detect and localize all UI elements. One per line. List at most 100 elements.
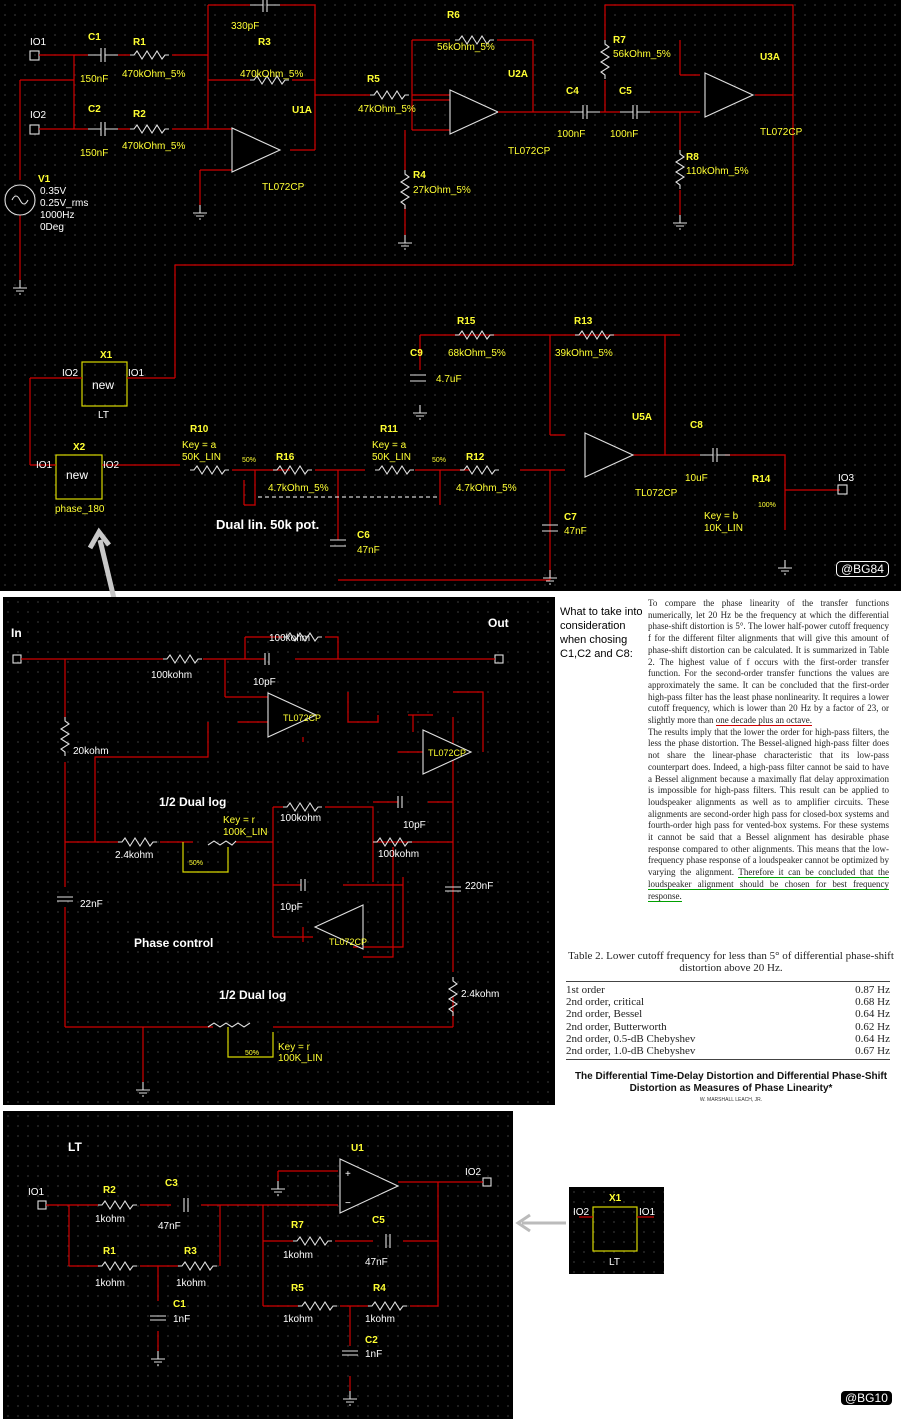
lt-r4-value: 1kohm [365,1314,395,1325]
r11-percent: 50% [432,457,446,464]
mid-pot-2-key: Key = r [278,1042,311,1053]
paper-title: The Differential Time-Delay Distortion a… [574,1071,888,1094]
phase-control-wiring: TL072CP TL072CP TL072CP In Out 100kohm 1… [11,616,509,1097]
paper-author: W. MARSHALL LEACH, JR. [699,1097,763,1103]
lt-r2-value: 1kohm [95,1214,125,1225]
mid-pot-label-1: 1/2 Dual log [159,795,226,809]
paper-body: To compare the phase linearity of the tr… [648,598,889,902]
r2-ref: R2 [133,109,146,120]
mid-c-10p-2: 10pF [403,820,426,831]
paper-body-2: The results imply that the lower the ord… [648,726,889,878]
mid-r-100k-2: 100kohm [269,633,310,644]
mid-opamp-2-label: TL072CP [428,748,466,758]
lt-title: LT [68,1140,82,1154]
c2-value: 150nF [80,148,108,159]
r3-value: 470kOhm_5% [240,69,303,80]
c9-value: 4.7uF [436,374,462,385]
v1-label: V1 [38,174,51,185]
mid-c-10p-1: 10pF [253,677,276,688]
r2-value: 470kOhm_5% [122,141,185,152]
r15-ref: R15 [457,316,476,327]
mid-r-100k-1: 100kohm [151,670,192,681]
u1a-label: U1A [292,105,312,116]
r10-key: Key = a [182,440,217,451]
svg-text:−: − [345,1198,351,1209]
r7-ref: R7 [613,35,626,46]
paper-body-1-underlined: one decade plus an octave. [715,715,812,727]
r14-percent: 100% [758,502,776,509]
top-badge: @BG84 [836,561,889,577]
r10-ref: R10 [190,424,209,435]
r3-ref: R3 [258,37,271,48]
bottom-badge: @BG10 [840,1390,893,1406]
io1-port-label: IO1 [30,37,47,48]
c4-ref: C4 [566,86,579,97]
r12-ref: R12 [466,452,485,463]
u5a-model: TL072CP [635,488,678,499]
u1a-model: TL072CP [262,182,305,193]
x1-symbol-preview: X1 IO2 IO1 LT [569,1187,664,1274]
lt-port-out: IO2 [465,1167,482,1178]
mid-pot-2-pct: 50% [245,1050,259,1057]
r5-value: 47kOhm_5% [358,104,416,115]
v1-param-3: 1000Hz [40,210,74,221]
r11-key: Key = a [372,440,407,451]
lt-c5-value: 47nF [365,1257,388,1268]
lt-c2-ref: C2 [365,1335,378,1346]
mid-c-220n: 220nF [465,881,493,892]
mid-r-2k4-1: 2.4kohm [115,850,153,861]
mid-c-22n: 22nF [80,899,103,910]
mid-r-100k-3: 100kohm [280,813,321,824]
io2-port-label: IO2 [30,110,47,121]
mid-out-label: Out [488,616,509,630]
lt-c2-value: 1nF [365,1349,382,1360]
mid-pot-2-value: 100K_LIN [278,1053,322,1064]
lt-c3-value: 47nF [158,1221,181,1232]
r6-ref: R6 [447,10,460,21]
mid-pot-1-value: 100K_LIN [223,827,267,838]
u2a-model: TL072CP [508,146,551,157]
lt-r5-ref: R5 [291,1283,304,1294]
c1-value: 150nF [80,74,108,85]
x1-inner-label: new [92,378,114,392]
r5-ref: R5 [367,74,380,85]
table-caption: Table 2. Lower cutoff frequency for less… [568,950,894,974]
lt-c1-value: 1nF [173,1314,190,1325]
r8-value: 110kOhm_5% [686,166,749,177]
c6-value: 47nF [357,545,380,556]
mid-in-label: In [11,626,22,640]
paper-excerpt: What to take into consideration when cho… [560,597,901,1112]
u3a-model: TL072CP [760,127,803,138]
lt-r4-ref: R4 [373,1283,386,1294]
mid-c-10p-3: 10pF [280,902,303,913]
lt-c5-ref: C5 [372,1215,385,1226]
mid-opamp-3-label: TL072CP [329,937,367,947]
r4-value: 27kOhm_5% [413,185,471,196]
r14-key: Key = b [704,511,739,522]
c5-ref: C5 [619,86,632,97]
c5-value: 100nF [610,129,638,140]
r14-ref: R14 [752,474,771,485]
x2-inner-label: new [66,468,88,482]
x2-ref: X2 [73,442,86,453]
sym-name: LT [609,1257,620,1268]
sym-ref: X1 [609,1193,622,1204]
x1-name: LT [98,410,109,421]
r12-value: 4.7kOhm_5% [456,483,517,494]
u2a-label: U2A [508,69,528,80]
x2-name: phase_180 [55,504,105,515]
mid-pot-1-pct: 50% [189,860,203,867]
sym-pin-left: IO2 [573,1207,590,1218]
r6-value: 56kOhm_5% [437,42,495,53]
c1-ref: C1 [88,32,101,43]
mid-opamp-1-label: TL072CP [283,713,321,723]
lt-c3-ref: C3 [165,1178,178,1189]
r11-value: 50K_LIN [372,452,411,463]
c4-value: 100nF [557,129,585,140]
paper-body-1: To compare the phase linearity of the tr… [648,598,889,726]
